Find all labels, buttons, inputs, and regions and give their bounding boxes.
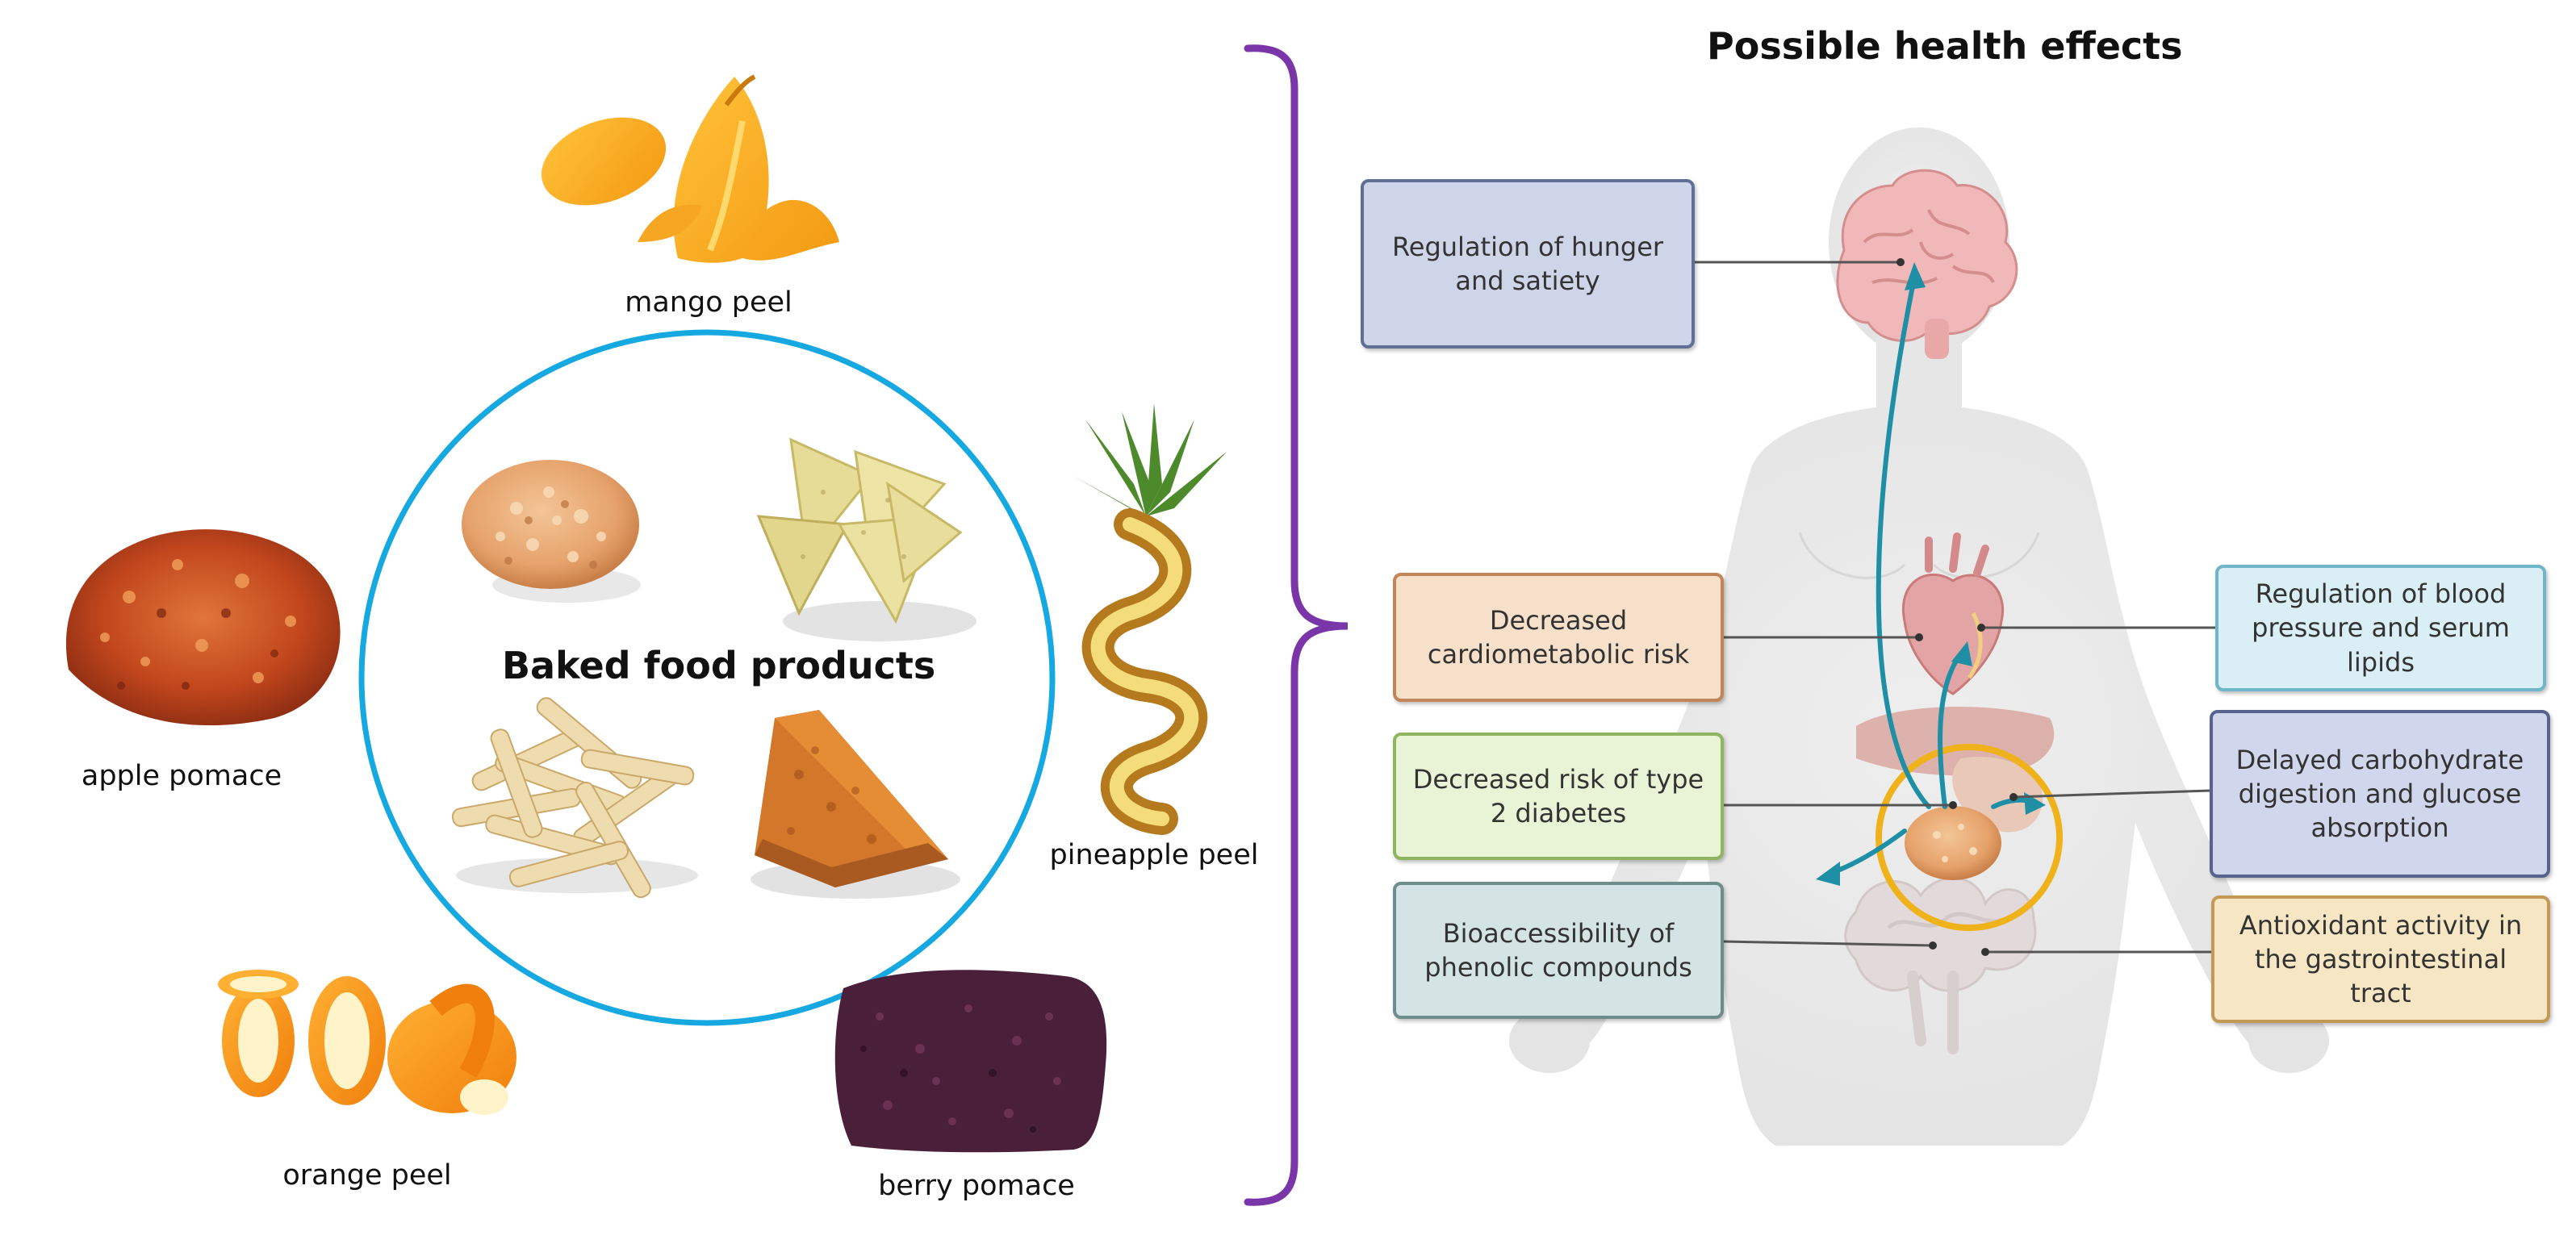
effect-box-cardiometabolic: Decreased cardiometabolic risk xyxy=(1393,573,1724,702)
heart-organ xyxy=(1902,532,2004,695)
cake-image xyxy=(751,710,960,899)
health-effects-title: Possible health effects xyxy=(1707,24,2183,68)
chips-image xyxy=(756,437,976,641)
baked-products-title: Baked food products xyxy=(502,644,936,687)
sticks-image xyxy=(451,697,698,899)
digestive-highlight-circle xyxy=(1876,744,2063,931)
source-label-orange: orange peel xyxy=(282,1159,452,1192)
pineapple-peel-image xyxy=(1073,403,1227,835)
liver-organ xyxy=(1856,707,2055,776)
cookie-image xyxy=(462,460,641,603)
source-label-berry: berry pomace xyxy=(878,1170,1075,1202)
berry-pomace-image xyxy=(834,970,1107,1153)
mango-peel-image xyxy=(541,74,839,263)
effect-box-carbohydrate: Delayed carbohydrate digestion and gluco… xyxy=(2210,710,2550,878)
orange-peel-image xyxy=(218,970,516,1115)
bracket xyxy=(1244,44,1349,1206)
effect-box-blood-pressure: Regulation of blood pressure and serum l… xyxy=(2215,565,2546,691)
effect-box-hunger: Regulation of hunger and satiety xyxy=(1361,179,1695,349)
source-label-mango: mango peel xyxy=(625,286,792,319)
arrow-heads xyxy=(1816,262,2046,886)
source-label-apple: apple pomace xyxy=(81,760,282,792)
leader-dots xyxy=(1896,258,2018,956)
effect-box-phenolic: Bioaccessibility of phenolic compounds xyxy=(1393,882,1724,1019)
products-circle xyxy=(358,329,1056,1026)
source-label-pineapple: pineapple peel xyxy=(1049,839,1259,871)
brain-organ xyxy=(1836,169,2018,359)
leader-lines xyxy=(1695,261,2215,954)
effect-box-diabetes: Decreased risk of type 2 diabetes xyxy=(1393,733,1724,860)
effect-box-antioxidant: Antioxidant activity in the gastrointest… xyxy=(2211,895,2550,1023)
ingested-cookie-image xyxy=(1905,806,2001,880)
apple-pomace-image xyxy=(65,529,341,726)
